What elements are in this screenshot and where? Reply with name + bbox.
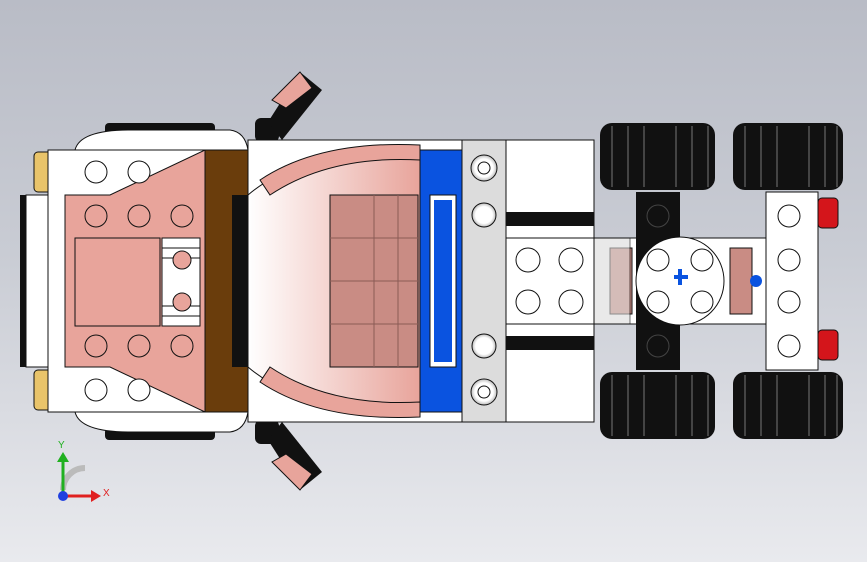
stud: [515, 247, 541, 273]
stud: [127, 160, 151, 184]
stud: [172, 250, 192, 270]
rear-tire-1: [600, 123, 715, 190]
mirror-bottom: [255, 420, 322, 491]
stud: [127, 204, 151, 228]
stud: [127, 378, 151, 402]
stud: [471, 202, 497, 228]
stud: [84, 160, 108, 184]
stud: [84, 204, 108, 228]
chassis-stripe-bottom: [506, 336, 594, 350]
front-fender-top: [74, 129, 249, 151]
chassis-side: [461, 139, 507, 423]
rear-pink-2: [729, 247, 753, 315]
stud: [172, 292, 192, 312]
rear-wheels[interactable]: [600, 123, 843, 439]
chassis-plate: [505, 237, 595, 325]
tail-light-bottom: [817, 329, 839, 361]
stud: [170, 334, 194, 358]
y-axis-label: Y: [58, 440, 65, 451]
cab-back-window-fill: [434, 200, 452, 362]
front-fender-bottom: [74, 411, 249, 433]
stud: [471, 333, 497, 359]
cab-front-edge: [232, 195, 248, 367]
chassis-stripe-top: [506, 212, 594, 226]
rear-tire-4: [733, 372, 843, 439]
mirror-top: [255, 71, 322, 142]
side-mirrors[interactable]: [255, 71, 322, 491]
stud: [558, 247, 584, 273]
cab-assembly[interactable]: [232, 139, 464, 423]
hood-center: [74, 237, 161, 327]
stud: [470, 378, 498, 406]
hood-assembly[interactable]: [20, 123, 249, 440]
triad-axes-icon: [57, 452, 101, 502]
stud: [515, 289, 541, 315]
chassis-assembly[interactable]: [461, 139, 595, 423]
axle-pin: [674, 269, 688, 285]
rear-tire-3: [600, 372, 715, 439]
stud: [470, 154, 498, 182]
rear-tire-2: [733, 123, 843, 190]
stud: [170, 204, 194, 228]
stud: [84, 378, 108, 402]
tail-light-top: [817, 197, 839, 229]
stud: [84, 334, 108, 358]
rear-axle-assembly[interactable]: [593, 191, 839, 371]
grille: [25, 194, 49, 368]
coordinate-triad: Y X: [45, 440, 115, 510]
x-axis-label: X: [103, 488, 110, 499]
stud: [127, 334, 151, 358]
stud: [558, 289, 584, 315]
